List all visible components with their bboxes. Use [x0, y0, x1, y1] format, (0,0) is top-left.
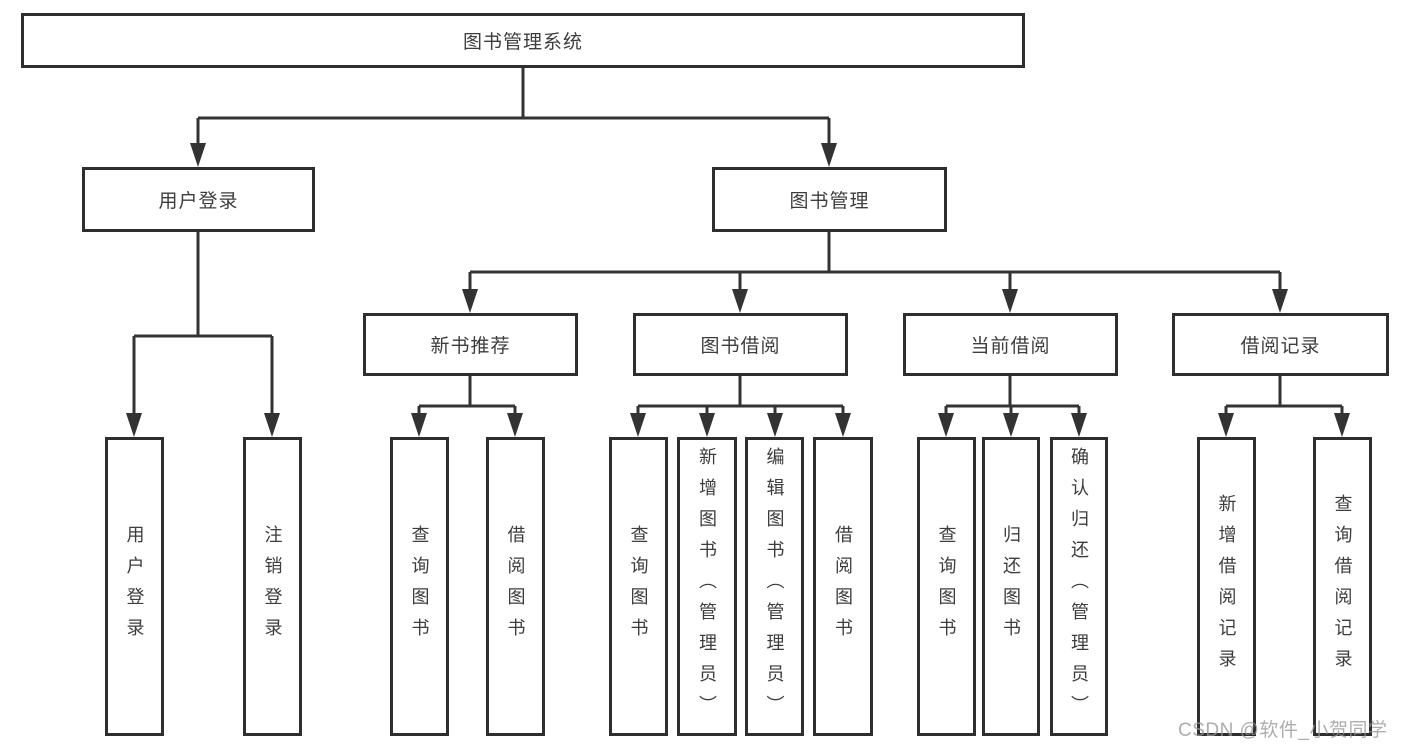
node-user-login: 用户登录: [82, 167, 315, 232]
leaf-confirm-return-admin-label: 确认归还（管理员）: [1069, 447, 1089, 726]
leaf-query-books-borrow: 查询图书: [609, 437, 668, 736]
leaf-user-login: 用户登录: [105, 437, 164, 736]
leaf-query-borrow-record: 查询借阅记录: [1313, 437, 1372, 736]
leaf-borrow-books-borrow-label: 借阅图书: [833, 524, 853, 649]
leaf-edit-book-admin-label: 编辑图书（管理员）: [764, 447, 785, 726]
leaf-borrow-books-borrow: 借阅图书: [813, 437, 873, 736]
leaf-logout-label: 注销登录: [262, 524, 283, 649]
node-new-book-recommend: 新书推荐: [363, 313, 578, 376]
leaf-query-books-current-label: 查询图书: [936, 524, 957, 649]
node-book-borrowing-label: 图书借阅: [700, 336, 781, 357]
node-book-borrowing: 图书借阅: [633, 313, 848, 376]
leaf-edit-book-admin: 编辑图书（管理员）: [745, 437, 804, 736]
node-root: 图书管理系统: [21, 13, 1025, 68]
watermark: CSDN @软件_小贺同学: [1178, 720, 1388, 741]
leaf-user-login-label: 用户登录: [124, 524, 145, 649]
node-current-borrowing: 当前借阅: [903, 313, 1118, 376]
leaf-query-books-current: 查询图书: [917, 437, 976, 736]
leaf-borrow-books-recommend: 借阅图书: [486, 437, 545, 736]
leaf-add-borrow-record: 新增借阅记录: [1197, 437, 1256, 736]
node-current-borrowing-label: 当前借阅: [970, 336, 1051, 357]
leaf-query-books-recommend-label: 查询图书: [409, 524, 430, 649]
leaf-query-books-recommend: 查询图书: [390, 437, 449, 736]
leaf-return-book: 归还图书: [982, 437, 1040, 736]
leaf-query-books-borrow-label: 查询图书: [628, 524, 649, 649]
node-borrow-records: 借阅记录: [1172, 313, 1389, 376]
leaf-query-borrow-record-label: 查询借阅记录: [1332, 493, 1353, 680]
node-new-book-recommend-label: 新书推荐: [430, 336, 511, 357]
node-book-management: 图书管理: [712, 167, 947, 232]
node-root-label: 图书管理系统: [462, 32, 583, 53]
leaf-add-borrow-record-label: 新增借阅记录: [1216, 493, 1237, 680]
leaf-logout: 注销登录: [243, 437, 302, 736]
leaf-add-book-admin: 新增图书（管理员）: [677, 437, 737, 736]
leaf-add-book-admin-label: 新增图书（管理员）: [697, 447, 717, 726]
leaf-confirm-return-admin: 确认归还（管理员）: [1050, 437, 1108, 736]
arrowheads: [126, 143, 1350, 437]
node-book-management-label: 图书管理: [789, 191, 870, 212]
node-borrow-records-label: 借阅记录: [1240, 336, 1321, 357]
node-user-login-label: 用户登录: [158, 191, 239, 212]
leaf-return-book-label: 归还图书: [1001, 524, 1021, 649]
leaf-borrow-books-recommend-label: 借阅图书: [505, 524, 526, 649]
